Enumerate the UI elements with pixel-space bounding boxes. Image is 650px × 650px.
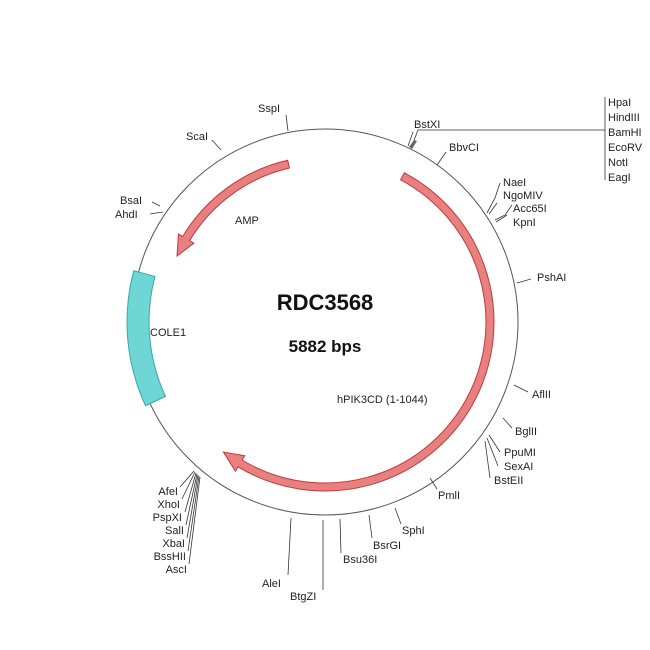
enzyme-bglii[interactable]: BglII xyxy=(515,426,537,438)
enzyme-alei[interactable]: AleI xyxy=(262,578,281,590)
tick-bglii xyxy=(502,417,513,429)
enzyme-bsai[interactable]: BsaI xyxy=(120,195,142,207)
enzyme-afei[interactable]: AfeI xyxy=(158,486,178,498)
enzyme-ngomiv[interactable]: NgoMIV xyxy=(503,190,543,202)
enzyme-acc65i[interactable]: Acc65I xyxy=(513,203,547,215)
tick-cluster-mark xyxy=(409,140,417,149)
enzyme-bstxi[interactable]: BstXI xyxy=(414,119,440,131)
enzyme-bbvci[interactable]: BbvCI xyxy=(449,142,479,154)
enzyme-pspxi[interactable]: PspXI xyxy=(153,512,182,524)
enzyme-btgzi[interactable]: BtgZI xyxy=(290,591,316,603)
enzyme-pmli[interactable]: PmlI xyxy=(438,490,460,502)
enzyme-sexai[interactable]: SexAI xyxy=(504,461,533,473)
feature-hpik3cd-arrow[interactable] xyxy=(222,172,495,492)
enzyme-bsrgi[interactable]: BsrGI xyxy=(373,540,401,552)
enzyme-sali[interactable]: SalI xyxy=(165,525,184,537)
enzyme-bamhi[interactable]: BamHI xyxy=(608,127,642,139)
enzyme-sspi[interactable]: SspI xyxy=(258,103,280,115)
enzyme-naei[interactable]: NaeI xyxy=(503,177,526,189)
tick-bbvci xyxy=(436,151,447,166)
tick-alei xyxy=(287,517,292,576)
tick-sspi xyxy=(285,114,289,132)
tick-bsrgi xyxy=(368,514,373,539)
plasmid-name: RDC3568 xyxy=(277,290,374,315)
enzyme-aflii[interactable]: AflII xyxy=(532,389,551,401)
enzyme-bsshii[interactable]: BssHII xyxy=(154,551,186,563)
enzyme-ahdi[interactable]: AhdI xyxy=(115,209,138,221)
enzyme-scai[interactable]: ScaI xyxy=(186,131,208,143)
enzyme-asci[interactable]: AscI xyxy=(166,564,187,576)
tick-sphi xyxy=(394,507,402,525)
enzyme-ppumi[interactable]: PpuMI xyxy=(504,447,536,459)
enzyme-hpai[interactable]: HpaI xyxy=(608,97,631,109)
feature-label-amp: AMP xyxy=(235,215,259,227)
enzyme-ecorv[interactable]: EcoRV xyxy=(608,142,643,154)
enzyme-sphi[interactable]: SphI xyxy=(402,525,425,537)
tick-scai xyxy=(211,139,222,151)
tick-pshai xyxy=(516,278,532,284)
enzyme-eagi[interactable]: EagI xyxy=(608,172,631,184)
feature-label-cole1: COLE1 xyxy=(150,327,186,339)
tick-left-cluster xyxy=(179,470,201,565)
tick-bsai-ahdi xyxy=(149,201,164,215)
enzyme-xbai[interactable]: XbaI xyxy=(162,538,185,550)
tick-naei-ngomiv xyxy=(486,182,501,215)
feature-cole1[interactable] xyxy=(126,270,167,407)
enzyme-noti[interactable]: NotI xyxy=(608,157,628,169)
tick-bsu36i xyxy=(339,518,342,554)
enzyme-xhoi[interactable]: XhoI xyxy=(157,499,180,511)
enzyme-pshai[interactable]: PshAI xyxy=(537,272,566,284)
enzyme-bsu36i[interactable]: Bsu36I xyxy=(343,554,377,566)
enzyme-hindiii[interactable]: HindIII xyxy=(608,112,640,124)
enzyme-kpni[interactable]: KpnI xyxy=(513,217,536,229)
tick-bstxi-cluster xyxy=(407,129,605,149)
tick-acc65i-kpni xyxy=(494,204,513,223)
tick-ppumi-sexai-bsteii xyxy=(484,434,501,479)
feature-amp-arrow[interactable] xyxy=(176,159,291,258)
tick-pmli xyxy=(429,477,438,490)
backbone-circle xyxy=(131,128,519,516)
enzyme-bsteii[interactable]: BstEII xyxy=(494,475,523,487)
plasmid-size: 5882 bps xyxy=(289,337,362,356)
feature-label-hpik3cd: hPIK3CD (1-1044) xyxy=(337,394,428,406)
tick-aflii xyxy=(513,384,529,393)
